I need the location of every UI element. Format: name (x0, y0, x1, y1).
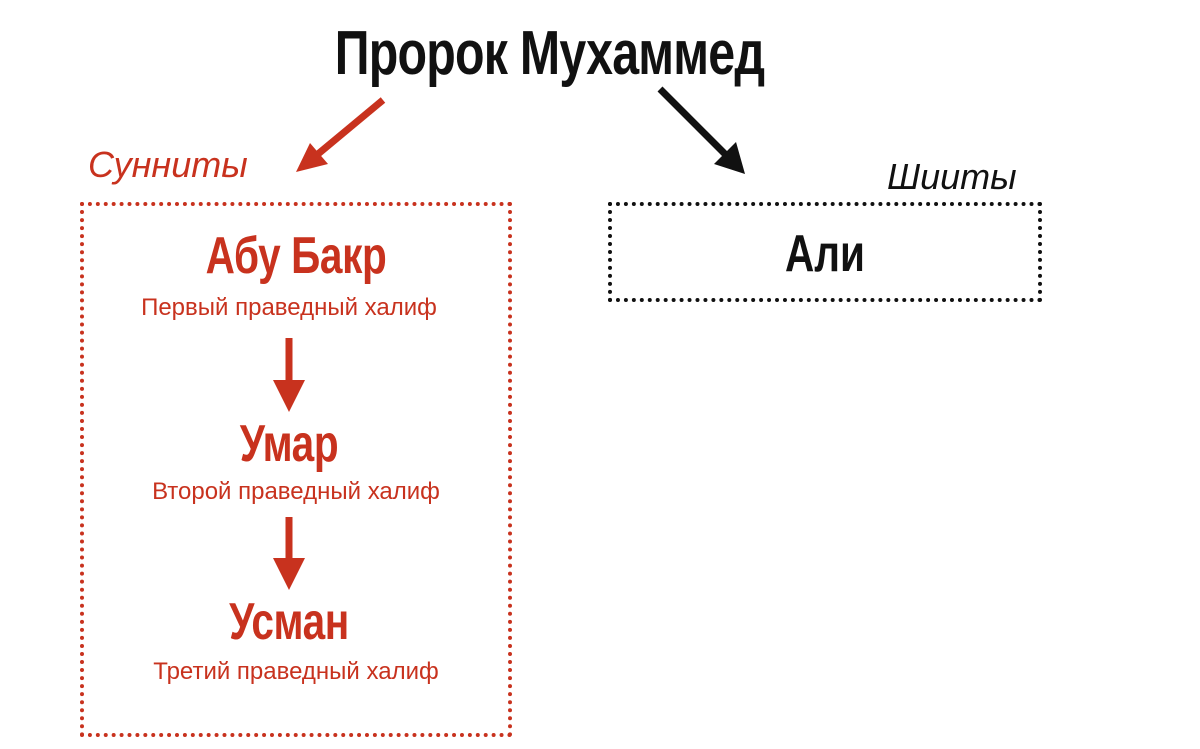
sunni-label: Сунниты (88, 144, 248, 185)
sunni-box (80, 202, 512, 737)
shia-label: Шииты (887, 156, 1017, 197)
caliph-role-second: Второй праведный халиф (152, 478, 440, 505)
caliph-name-abu-bakr: Абу Бакр (205, 227, 387, 285)
arrow-abu-bakr-to-umar (273, 338, 305, 412)
leader-name-ali: Али (785, 225, 865, 283)
caliph-role-first: Первый праведный халиф (141, 294, 437, 321)
caliph-name-usman: Усман (229, 593, 349, 651)
caliph-name-umar: Умар (239, 415, 339, 473)
caliph-role-third: Третий праведный халиф (153, 658, 439, 685)
arrow-umar-to-usman (273, 517, 305, 590)
arrow-to-sunni (296, 97, 386, 172)
diagram-title: Пророк Мухаммед (334, 19, 765, 88)
shia-box (608, 202, 1042, 302)
arrow-to-shia (657, 86, 745, 174)
